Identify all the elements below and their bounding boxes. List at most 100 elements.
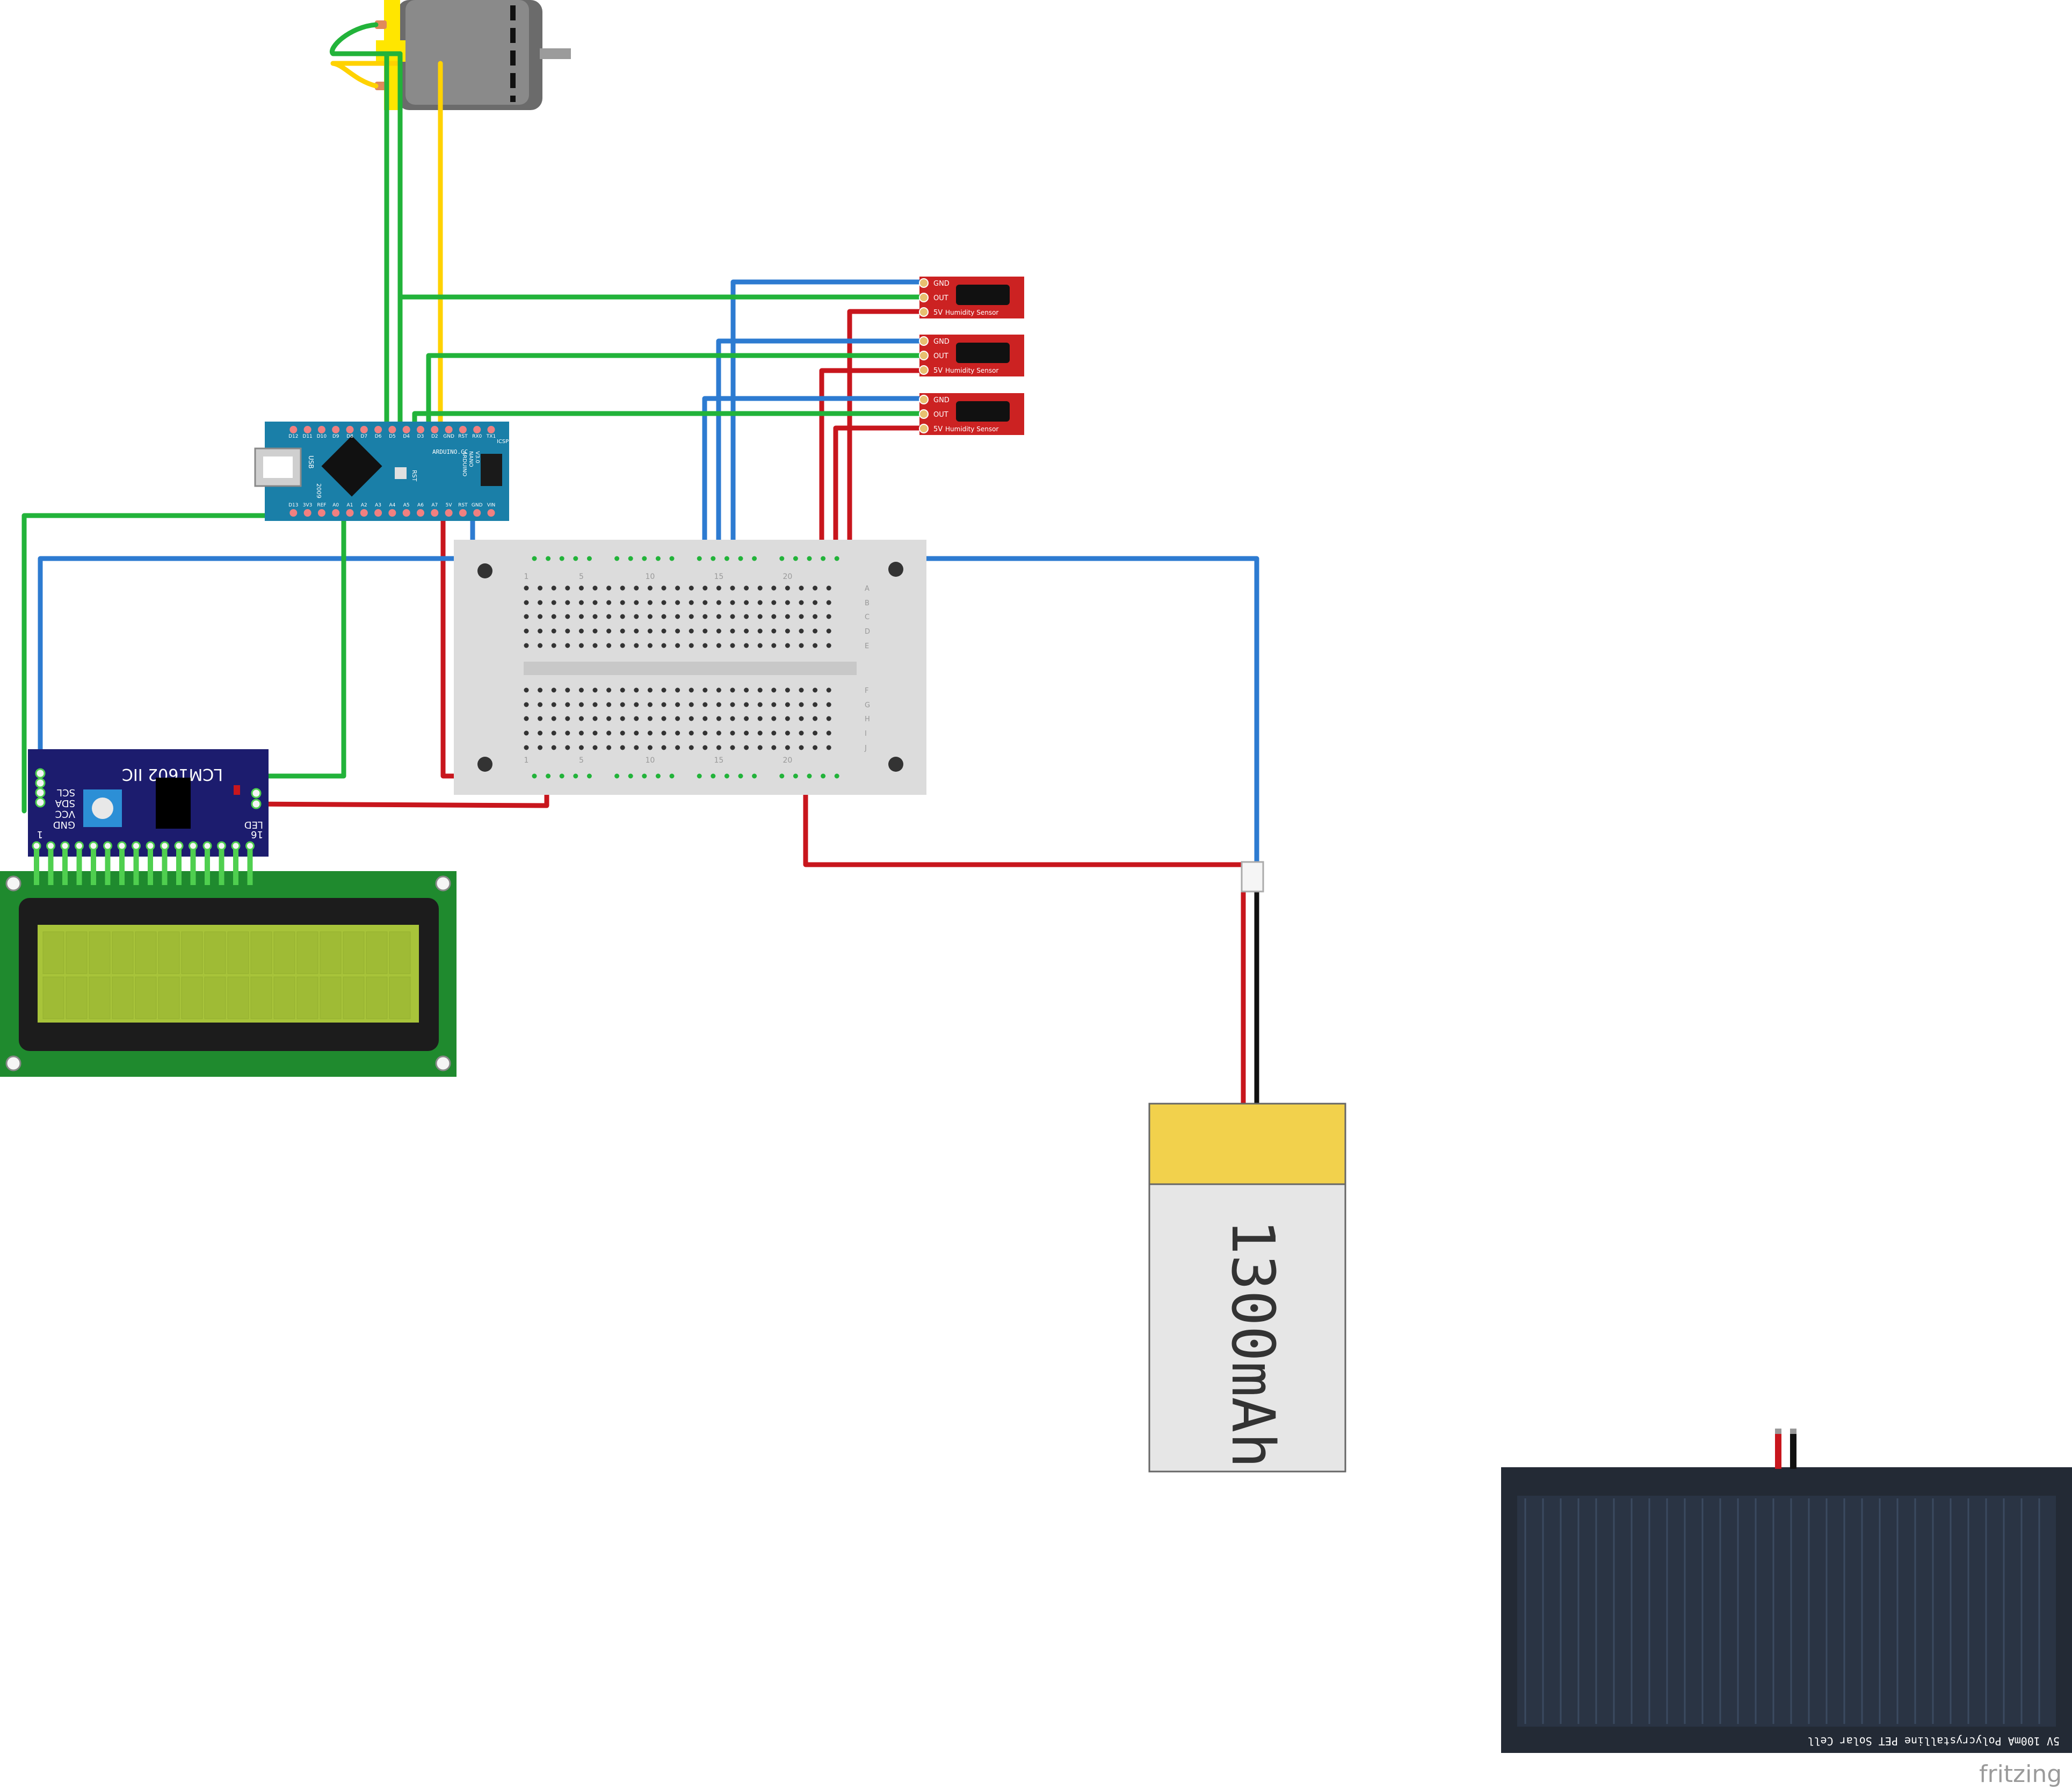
rail-hole[interactable] (546, 773, 551, 779)
breadboard-hole[interactable] (730, 702, 735, 707)
breadboard-hole[interactable] (744, 702, 749, 707)
arduino-pin[interactable] (374, 509, 382, 517)
breadboard-hole[interactable] (592, 585, 598, 591)
breadboard-hole[interactable] (716, 745, 721, 750)
breadboard-hole[interactable] (661, 614, 666, 619)
breadboard-hole[interactable] (702, 643, 708, 648)
breadboard-hole[interactable] (647, 687, 653, 693)
header-pad[interactable] (46, 841, 55, 851)
breadboard-hole[interactable] (551, 716, 556, 721)
arduino-pin[interactable] (289, 426, 298, 433)
breadboard-hole[interactable] (702, 687, 708, 693)
breadboard-hole[interactable] (634, 643, 639, 648)
breadboard-hole[interactable] (826, 600, 831, 605)
breadboard-hole[interactable] (785, 745, 790, 750)
breadboard-hole[interactable] (785, 716, 790, 721)
header-pad[interactable] (245, 841, 255, 851)
breadboard-hole[interactable] (565, 585, 570, 591)
breadboard-hole[interactable] (716, 730, 721, 736)
breadboard-hole[interactable] (785, 585, 790, 591)
breadboard-hole[interactable] (826, 643, 831, 648)
breadboard-hole[interactable] (675, 702, 680, 707)
rail-hole[interactable] (642, 556, 647, 561)
breadboard-hole[interactable] (813, 628, 818, 634)
arduino-pin[interactable] (459, 426, 467, 433)
breadboard-hole[interactable] (634, 716, 639, 721)
breadboard-hole[interactable] (675, 687, 680, 693)
breadboard-hole[interactable] (716, 687, 721, 693)
rail-hole[interactable] (793, 773, 798, 779)
rail-hole[interactable] (834, 556, 839, 561)
breadboard-hole[interactable] (716, 716, 721, 721)
breadboard-hole[interactable] (606, 628, 612, 634)
breadboard-hole[interactable] (771, 716, 777, 721)
solar-lead-red[interactable] (1775, 1429, 1781, 1469)
breadboard-hole[interactable] (578, 600, 584, 605)
header-pad[interactable] (117, 841, 127, 851)
breadboard-hole[interactable] (620, 600, 625, 605)
breadboard-hole[interactable] (730, 643, 735, 648)
breadboard-hole[interactable] (813, 716, 818, 721)
breadboard-hole[interactable] (689, 614, 694, 619)
rail-hole[interactable] (642, 773, 647, 779)
arduino-pin[interactable] (332, 426, 340, 433)
breadboard-hole[interactable] (606, 643, 612, 648)
breadboard-hole[interactable] (620, 687, 625, 693)
breadboard-hole[interactable] (730, 716, 735, 721)
arduino-pin[interactable] (417, 509, 424, 517)
sensor-pin[interactable] (919, 395, 929, 404)
wire-battery-positive[interactable] (803, 773, 1249, 867)
breadboard-hole[interactable] (689, 643, 694, 648)
i2c-pin[interactable] (35, 768, 46, 779)
header-pad[interactable] (89, 841, 98, 851)
wire-sensor3-gnd[interactable] (702, 396, 926, 564)
breadboard-hole[interactable] (799, 585, 804, 591)
wire-motor-green-loop[interactable] (330, 22, 403, 56)
breadboard-hole[interactable] (689, 600, 694, 605)
breadboard-hole[interactable] (647, 600, 653, 605)
rail-hole[interactable] (559, 556, 564, 561)
breadboard-hole[interactable] (538, 585, 543, 591)
rail-hole[interactable] (573, 556, 578, 561)
arduino-pin[interactable] (374, 426, 382, 433)
breadboard-hole[interactable] (647, 716, 653, 721)
breadboard-hole[interactable] (702, 614, 708, 619)
breadboard-hole[interactable] (689, 585, 694, 591)
led-jumper-pin[interactable] (251, 788, 262, 799)
rail-hole[interactable] (807, 773, 812, 779)
i2c-pin[interactable] (35, 797, 46, 808)
breadboard-hole[interactable] (826, 730, 831, 736)
breadboard-hole[interactable] (606, 702, 612, 707)
breadboard-hole[interactable] (592, 745, 598, 750)
breadboard-hole[interactable] (606, 716, 612, 721)
rail-hole[interactable] (573, 773, 578, 779)
breadboard-hole[interactable] (675, 716, 680, 721)
breadboard-hole[interactable] (606, 687, 612, 693)
breadboard-hole[interactable] (675, 585, 680, 591)
breadboard-hole[interactable] (799, 745, 804, 750)
header-pad[interactable] (202, 841, 212, 851)
wire-battery-gnd[interactable] (789, 556, 1259, 870)
rail-hole[interactable] (834, 773, 839, 779)
header-pad[interactable] (103, 841, 112, 851)
breadboard-hole[interactable] (538, 628, 543, 634)
rail-hole[interactable] (546, 556, 551, 561)
lipo-battery[interactable]: 1300mAh (1148, 861, 1346, 1473)
header-pad[interactable] (217, 841, 226, 851)
breadboard-hole[interactable] (620, 730, 625, 736)
breadboard-hole[interactable] (771, 643, 777, 648)
breadboard-hole[interactable] (661, 745, 666, 750)
breadboard-hole[interactable] (538, 702, 543, 707)
rail-hole[interactable] (532, 773, 537, 779)
breadboard-hole[interactable] (661, 702, 666, 707)
breadboard-hole[interactable] (771, 730, 777, 736)
breadboard-hole[interactable] (813, 600, 818, 605)
breadboard-hole[interactable] (524, 643, 529, 648)
wire-sensor1-gnd[interactable] (730, 279, 926, 564)
arduino-pin[interactable] (388, 426, 396, 433)
sensor-pin[interactable] (919, 365, 929, 375)
rail-hole[interactable] (711, 556, 716, 561)
breadboard-hole[interactable] (813, 585, 818, 591)
